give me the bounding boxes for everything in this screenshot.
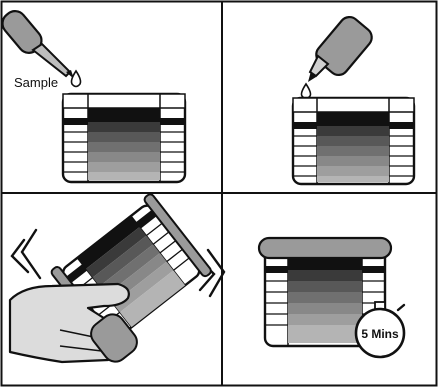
hand-icon <box>10 284 142 366</box>
sample-label: Sample <box>14 75 58 90</box>
timer-label: 5 Mins <box>361 327 399 341</box>
cartridge-lid <box>259 238 391 258</box>
panel-step-4: 5 Mins <box>259 238 404 357</box>
test-cartridge <box>63 94 185 182</box>
test-cartridge <box>293 98 414 184</box>
